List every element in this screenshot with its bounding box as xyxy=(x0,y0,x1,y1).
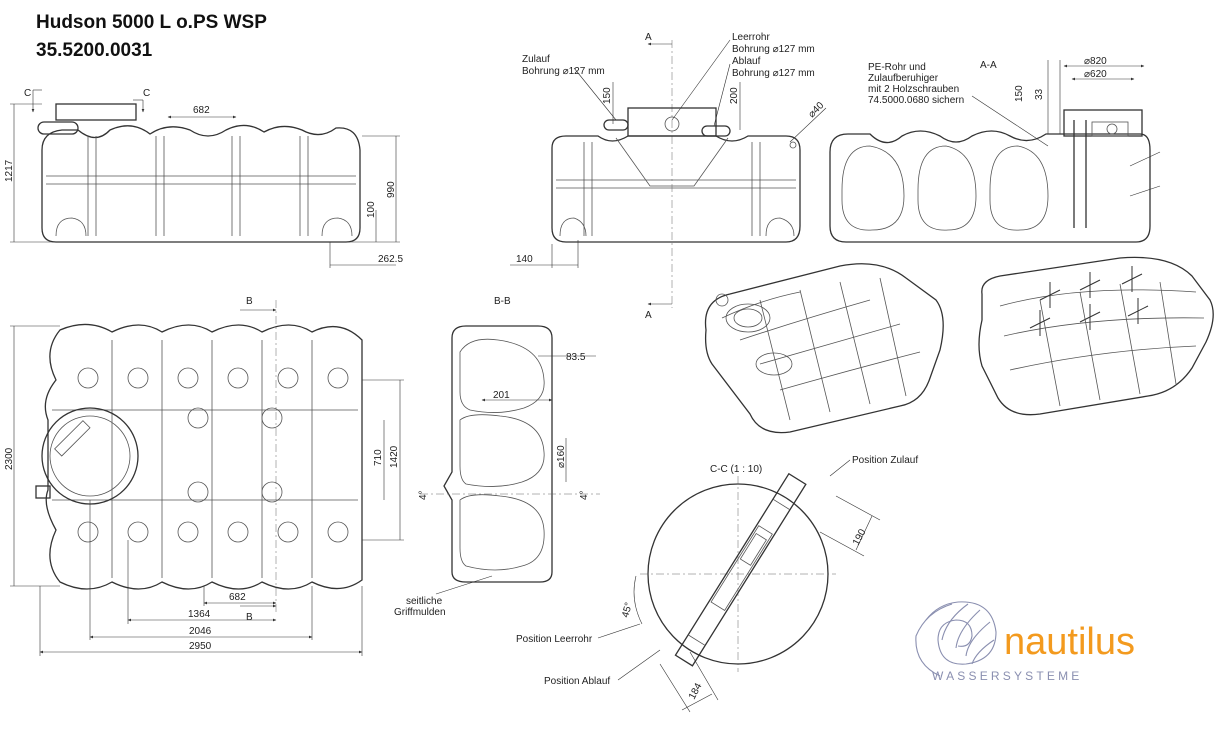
dim-d620: ⌀620 xyxy=(1084,69,1107,80)
dim-2046: 2046 xyxy=(189,626,212,637)
dim-83-5: 83.5 xyxy=(566,352,586,363)
dim-2950: 2950 xyxy=(189,641,212,652)
iso-view-2 xyxy=(978,256,1214,416)
section-a-mark-top: A xyxy=(645,32,652,43)
dim-150-side: 150 xyxy=(602,87,613,104)
section-b-mark-bottom: B xyxy=(246,612,253,623)
dim-201: 201 xyxy=(493,390,510,401)
outlet-label-1: Ablauf xyxy=(732,56,761,67)
section-bb: B-B 83.5 201 ⌀160 4° 4° seitliche Griffm… xyxy=(394,296,600,618)
logo-subtitle: WASSERSYSTEME xyxy=(932,669,1083,683)
dim-spacing-682: 682 xyxy=(193,105,210,116)
dim-150-aa: 150 xyxy=(1014,85,1025,102)
grip-label-1: seitliche xyxy=(406,596,443,607)
dim-140: 140 xyxy=(516,254,533,265)
section-c-mark-left: C xyxy=(24,88,31,99)
top-view: B B 2300 710 1420 xyxy=(4,296,404,656)
dim-990: 990 xyxy=(386,181,397,198)
dim-33-aa: 33 xyxy=(1034,88,1045,100)
aa-note-3: mit 2 Holzschrauben xyxy=(868,84,959,95)
dim-angle-right: 4° xyxy=(579,490,590,500)
section-bb-title: B-B xyxy=(494,296,511,307)
position-outlet-label: Position Ablauf xyxy=(544,676,610,687)
front-view: C C 1217 682 990 xyxy=(4,88,403,268)
dim-1420: 1420 xyxy=(389,445,400,468)
section-aa-title: A-A xyxy=(980,60,997,71)
outlet-label-2: Bohrung ⌀127 mm xyxy=(732,68,815,79)
dim-1364: 1364 xyxy=(188,609,211,620)
section-cc-title: C-C (1 : 10) xyxy=(710,464,762,475)
dim-200-side: 200 xyxy=(729,87,740,104)
grip-label-2: Griffmulden xyxy=(394,607,446,618)
dim-angle-left: 4° xyxy=(418,490,429,500)
section-b-mark-top: B xyxy=(246,296,253,307)
aa-note-4: 74.5000.0680 sichern xyxy=(868,95,964,106)
empty-pipe-label-2: Bohrung ⌀127 mm xyxy=(732,44,815,55)
aa-note-2: Zulaufberuhiger xyxy=(868,73,939,84)
position-empty-label: Position Leerrohr xyxy=(516,634,593,645)
dim-184: 184 xyxy=(687,681,705,701)
aa-note-1: PE-Rohr und xyxy=(868,62,926,73)
dim-width-2300: 2300 xyxy=(4,447,15,470)
dim-d40: ⌀40 xyxy=(806,100,826,120)
article-number: 35.5200.0031 xyxy=(36,40,153,61)
logo-wordmark: nautilus xyxy=(1004,621,1135,663)
nautilus-shell-icon xyxy=(915,601,997,677)
inlet-label-1: Zulauf xyxy=(522,54,550,65)
dim-682-top: 682 xyxy=(229,592,246,603)
dim-angle-45: 45° xyxy=(620,601,635,618)
side-view: A A Zulauf Bohrung ⌀127 mm Leerrohr Bohr… xyxy=(510,32,827,321)
inlet-label-2: Bohrung ⌀127 mm xyxy=(522,66,605,77)
empty-pipe-label-1: Leerrohr xyxy=(732,32,770,43)
dim-100: 100 xyxy=(366,201,377,218)
position-inlet-label: Position Zulauf xyxy=(852,455,918,466)
dim-d820: ⌀820 xyxy=(1084,56,1107,67)
nautilus-logo: nautilus WASSERSYSTEME xyxy=(915,601,1135,683)
section-a-mark-bottom: A xyxy=(645,310,652,321)
iso-view-1 xyxy=(704,263,944,434)
drawing-title: Hudson 5000 L o.PS WSP xyxy=(36,12,267,33)
section-c-mark-right: C xyxy=(143,88,150,99)
section-cc: C-C (1 : 10) Position Zulauf Position Le… xyxy=(516,455,918,713)
dim-height-1217: 1217 xyxy=(4,159,15,182)
section-aa: A-A PE-Rohr und Zulaufberuhiger mit 2 Ho… xyxy=(829,56,1161,243)
dim-262-5: 262.5 xyxy=(378,254,403,265)
dim-190: 190 xyxy=(851,527,869,547)
dim-d160: ⌀160 xyxy=(556,445,567,468)
dim-710: 710 xyxy=(373,449,384,466)
